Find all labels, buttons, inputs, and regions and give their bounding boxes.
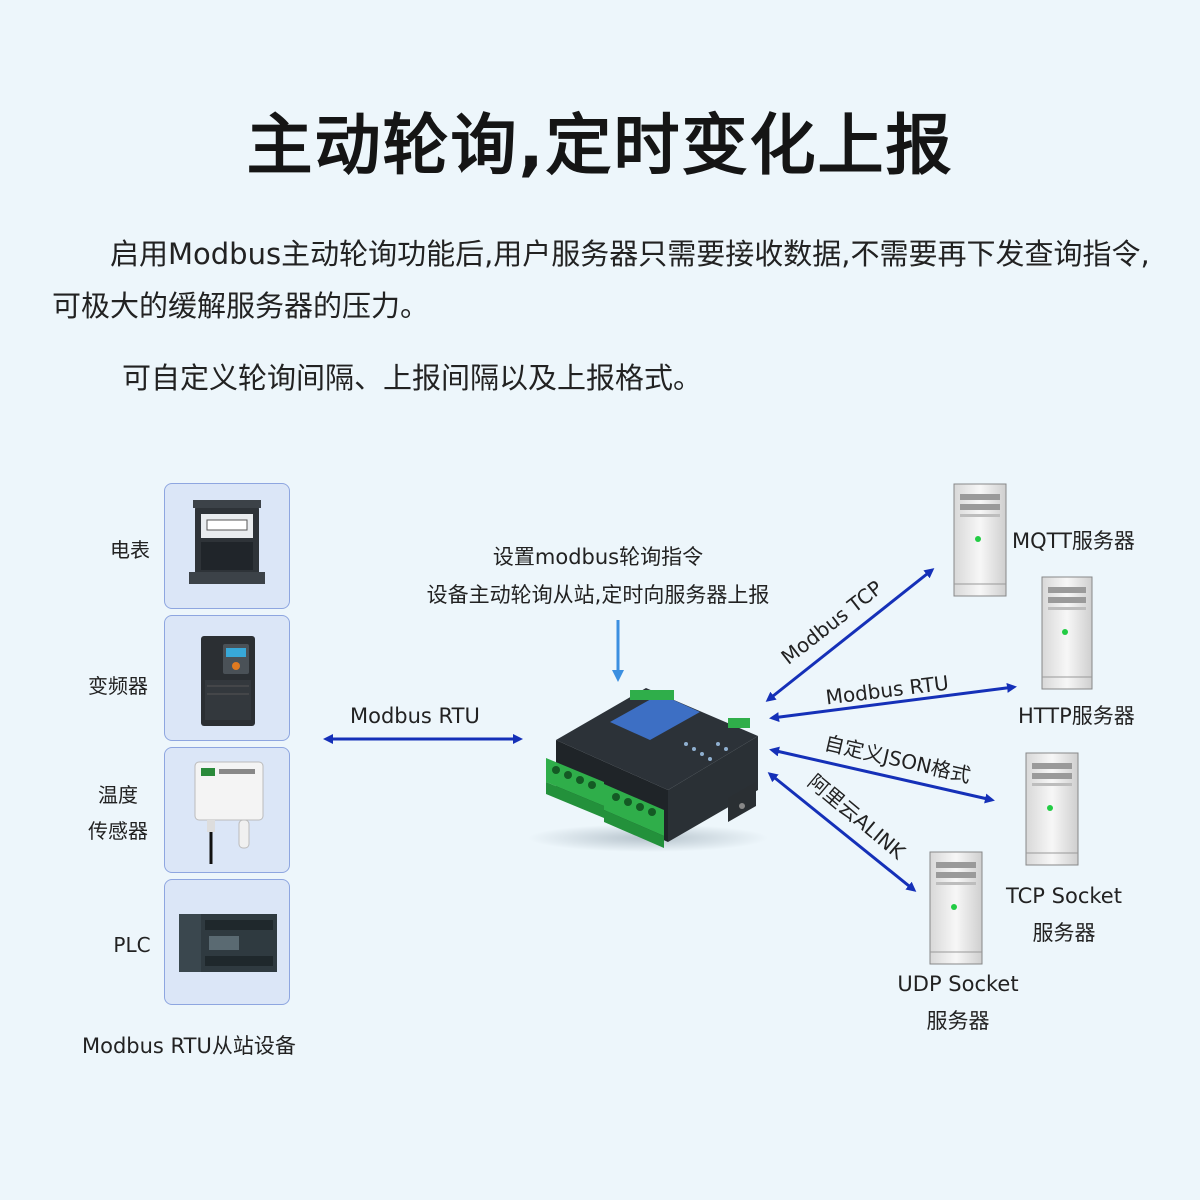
- modbus-rtu-left-label: Modbus RTU: [350, 704, 480, 728]
- temp-sensor-label-1: 温度: [98, 783, 138, 807]
- http-server-label: HTTP服务器: [1018, 704, 1135, 728]
- intro-paragraph: 启用Modbus主动轮询功能后,用户服务器只需要接收数据,不需要再下发查询指令,…: [52, 237, 1150, 323]
- feature-paragraph: 可自定义轮询间隔、上报间隔以及上报格式。: [122, 361, 703, 395]
- slave-devices-label: Modbus RTU从站设备: [82, 1034, 296, 1058]
- plc-image-box: [164, 879, 290, 1005]
- mqtt-server-icon: [953, 483, 1007, 597]
- temp-sensor-image-box: [164, 747, 290, 873]
- udp-socket-server-icon: [929, 851, 983, 965]
- tcp-socket-label-2: 服务器: [1032, 921, 1096, 945]
- electric-meter-icon: [189, 500, 265, 584]
- terminal-block-right: [604, 784, 664, 848]
- terminal-block-left: [546, 758, 604, 818]
- inverter-icon: [201, 636, 255, 726]
- inverter-label: 变频器: [88, 674, 148, 698]
- aliyun-alink-label: 阿里云ALINK: [803, 769, 910, 864]
- tcp-socket-label-1: TCP Socket: [1006, 884, 1122, 908]
- plc-label: PLC: [113, 933, 151, 957]
- alink-arrow: [767, 772, 917, 892]
- tcp-socket-server-icon: [1025, 752, 1079, 866]
- plc-icon: [179, 914, 277, 972]
- meter-label: 电表: [110, 538, 150, 562]
- http-server-icon: [1041, 576, 1093, 690]
- udp-socket-label-1: UDP Socket: [897, 972, 1019, 996]
- mqtt-server-label: MQTT服务器: [1012, 529, 1135, 553]
- meter-image-box: [164, 483, 290, 609]
- gateway-note-line2: 设备主动轮询从站,定时向服务器上报: [426, 583, 770, 607]
- modbus-rtu-right-arrow: [769, 682, 1017, 723]
- modbus-tcp-arrow: [765, 568, 935, 702]
- udp-socket-label-2: 服务器: [926, 1009, 990, 1033]
- temperature-sensor-icon: [194, 761, 264, 864]
- temp-sensor-label-2: 传感器: [88, 819, 148, 843]
- inverter-image-box: [164, 615, 290, 741]
- gateway-note-line1: 设置modbus轮询指令: [492, 545, 704, 569]
- page-title: 主动轮询,定时变化上报: [246, 107, 954, 184]
- modbus-tcp-label: Modbus TCP: [776, 576, 886, 670]
- gateway-device: [528, 688, 768, 852]
